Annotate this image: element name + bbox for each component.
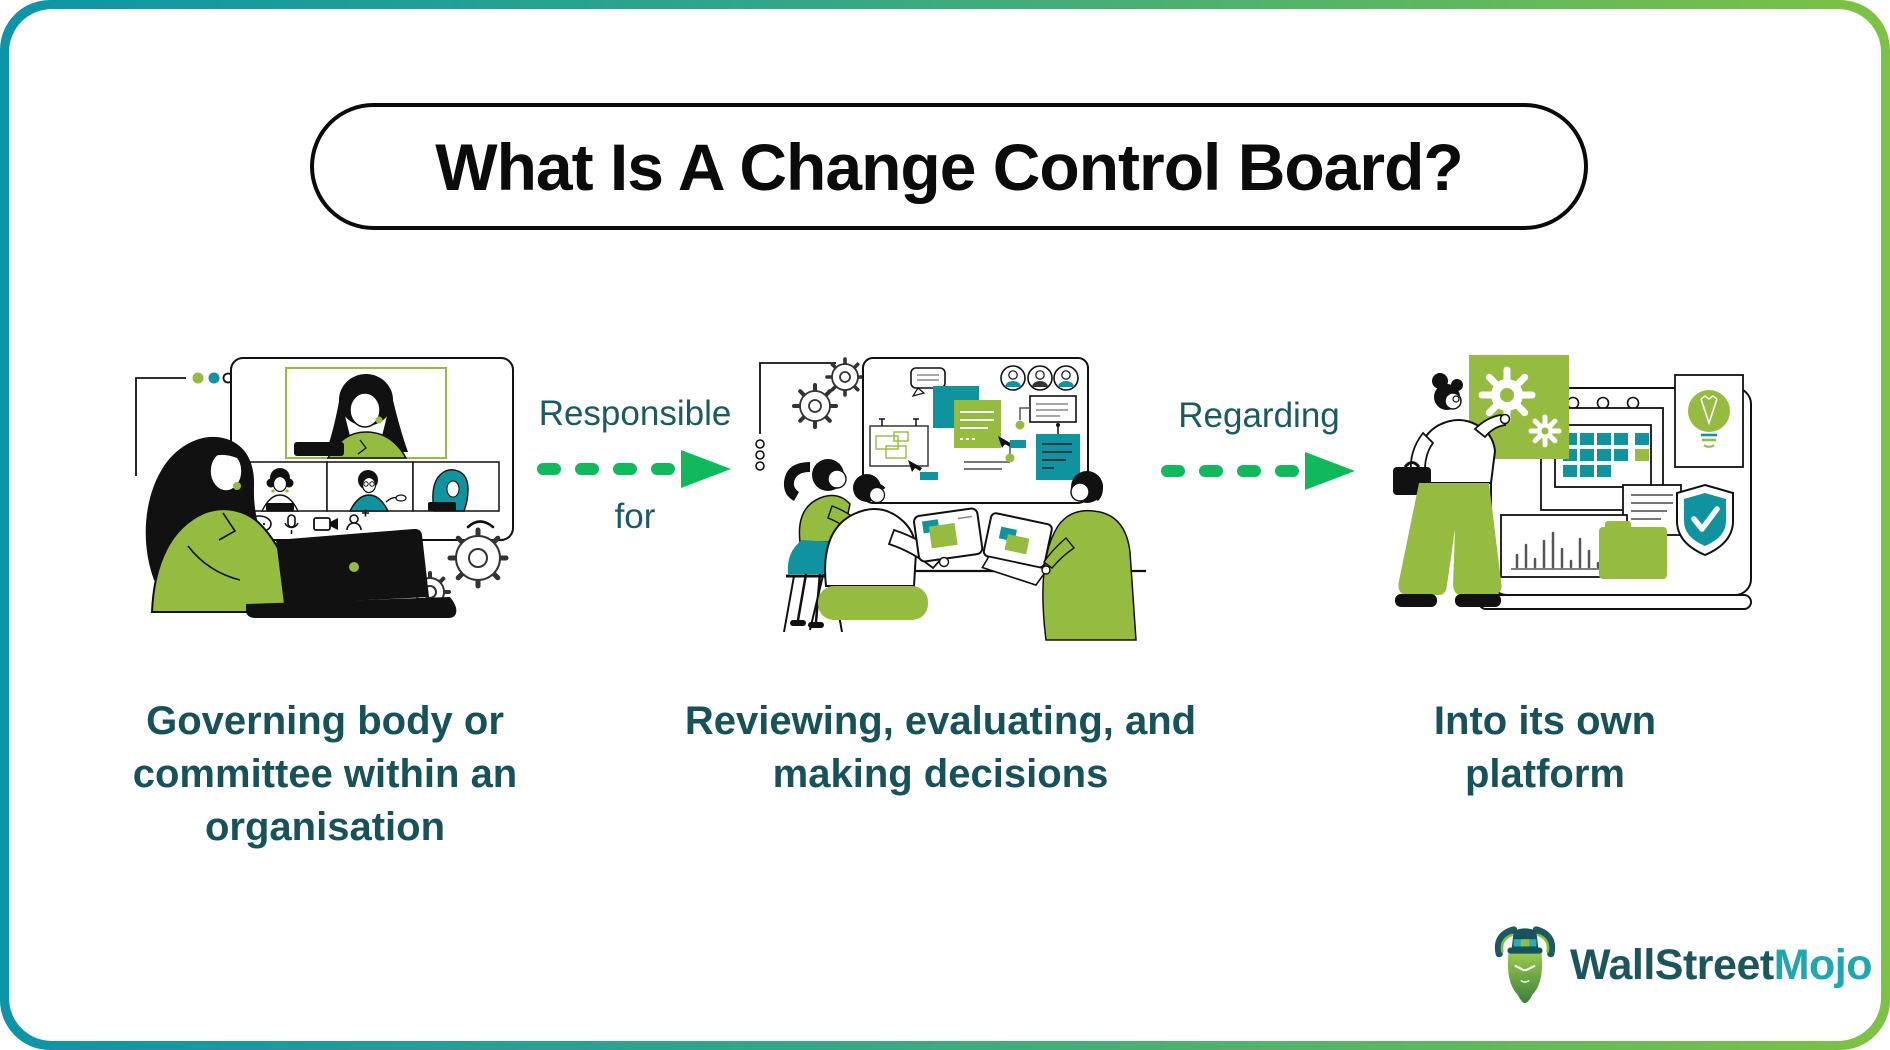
page-title: What Is A Change Control Board? bbox=[435, 129, 1463, 204]
step-3-illustration bbox=[1383, 333, 1783, 643]
video-conference-illustration bbox=[135, 357, 514, 618]
connector-regarding: Regarding bbox=[1152, 398, 1366, 501]
logo-text-mojo: Mojo bbox=[1773, 940, 1873, 989]
connector-label-top: Regarding bbox=[1178, 396, 1340, 435]
step-2-illustration bbox=[748, 348, 1148, 643]
team-review-board-illustration bbox=[755, 357, 1146, 641]
brand-logo: WallStreetMojo bbox=[1492, 922, 1873, 1008]
logo-text: WallStreetMojo bbox=[1570, 940, 1873, 990]
logo-text-wallstreet: WallStreet bbox=[1570, 940, 1774, 989]
connector-responsible-for: Responsible for bbox=[528, 396, 742, 534]
connector-label-bottom: for bbox=[614, 497, 656, 536]
step-caption-1: Governing body or committee within an or… bbox=[132, 699, 518, 850]
connector-label-top: Responsible bbox=[538, 394, 732, 433]
step-caption-3: Into its own platform bbox=[1433, 699, 1657, 797]
dashed-arrow-icon bbox=[1161, 452, 1355, 490]
wallstreetmojo-bull-icon bbox=[1494, 926, 1556, 1004]
step-1-illustration bbox=[128, 350, 528, 638]
title-banner: What Is A Change Control Board? bbox=[310, 103, 1588, 230]
platform-dashboard-illustration bbox=[1393, 355, 1752, 610]
dashed-arrow-icon bbox=[537, 450, 731, 488]
step-caption-2: Reviewing, evaluating, and making decisi… bbox=[684, 699, 1197, 797]
